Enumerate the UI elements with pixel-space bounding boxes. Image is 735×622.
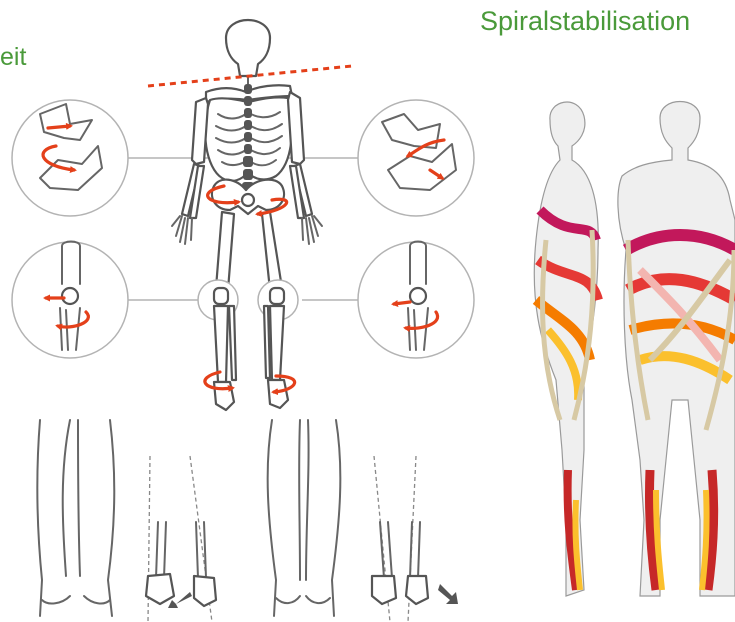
knee-rotation-icon <box>358 242 474 359</box>
arrow-down-right-icon <box>438 584 458 604</box>
anatomy-spiral-muscles-icon <box>534 102 735 597</box>
vertebra-rotation-icon <box>12 100 128 216</box>
foot-alignment-sketch-1 <box>146 456 216 622</box>
legs-outline-pair-2 <box>268 420 341 616</box>
anatomy-front-figure <box>618 102 735 597</box>
right-hand <box>302 216 322 244</box>
connector-lines <box>128 158 358 300</box>
knee-rotation-icon <box>12 242 128 359</box>
skeleton-front-icon <box>148 20 352 410</box>
foot-alignment-sketch-2 <box>372 456 458 622</box>
anatomy-side-figure <box>534 102 598 596</box>
left-hand <box>172 216 192 244</box>
legs-outline-pair-1 <box>37 420 114 616</box>
vertebra-rotation-icon <box>358 100 474 216</box>
